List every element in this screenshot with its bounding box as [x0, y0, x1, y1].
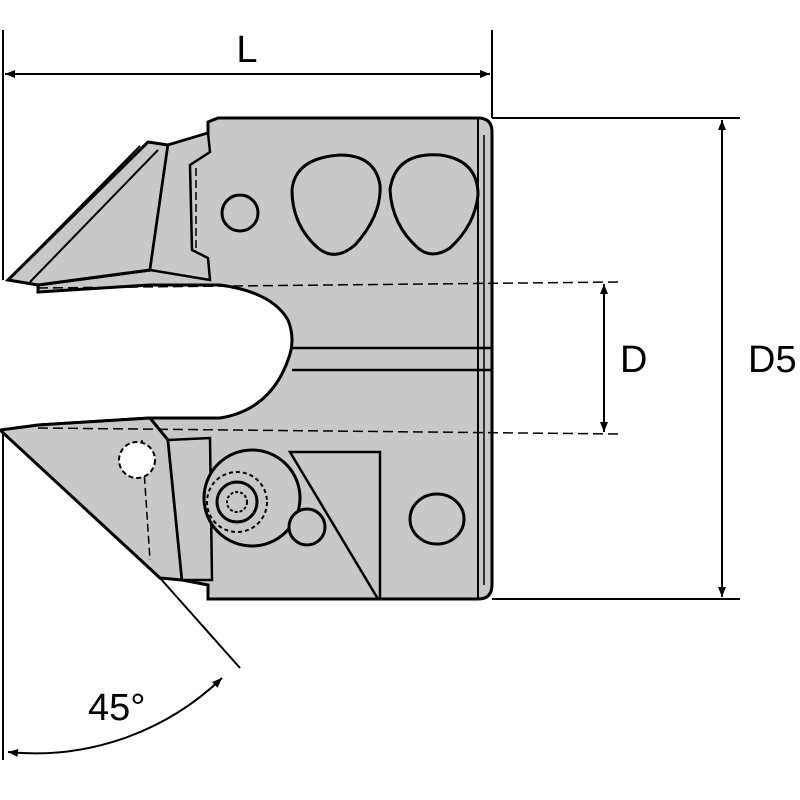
dimension-length: L [2, 29, 493, 280]
lower-clamp [166, 436, 214, 582]
angle-arc [7, 677, 223, 757]
upper-pin [220, 193, 260, 233]
pocket-upper-right [388, 153, 480, 256]
lower-insert [0, 416, 382, 601]
upper-insert-edge-2 [7, 145, 141, 281]
bore-line-top [37, 281, 621, 289]
upper-insert [4, 131, 260, 287]
pocket-lower-right [408, 492, 466, 546]
lower-clamp-block [287, 450, 382, 601]
lower-insert-outline [0, 416, 184, 582]
lower-pin-dashed [118, 441, 156, 479]
angle-extension [0, 429, 161, 579]
pocket-upper-left [290, 153, 382, 256]
upper-clamp [148, 131, 212, 282]
label-d5: D5 [748, 339, 797, 381]
upper-insert-edge [29, 149, 159, 283]
label-d: D [620, 339, 647, 381]
label-l: L [236, 29, 257, 71]
dimension-bore-diameter: D [600, 284, 647, 432]
lower-insert-dash [141, 439, 151, 561]
clamp-screw-socket [226, 491, 248, 513]
dimension-angle: 45° [0, 429, 241, 760]
lower-pin [287, 507, 327, 547]
label-angle: 45° [88, 687, 145, 729]
dimension-body-diameter: D5 [492, 117, 797, 600]
bore-line-bottom [37, 427, 621, 435]
angle-ref-edge [159, 577, 241, 669]
